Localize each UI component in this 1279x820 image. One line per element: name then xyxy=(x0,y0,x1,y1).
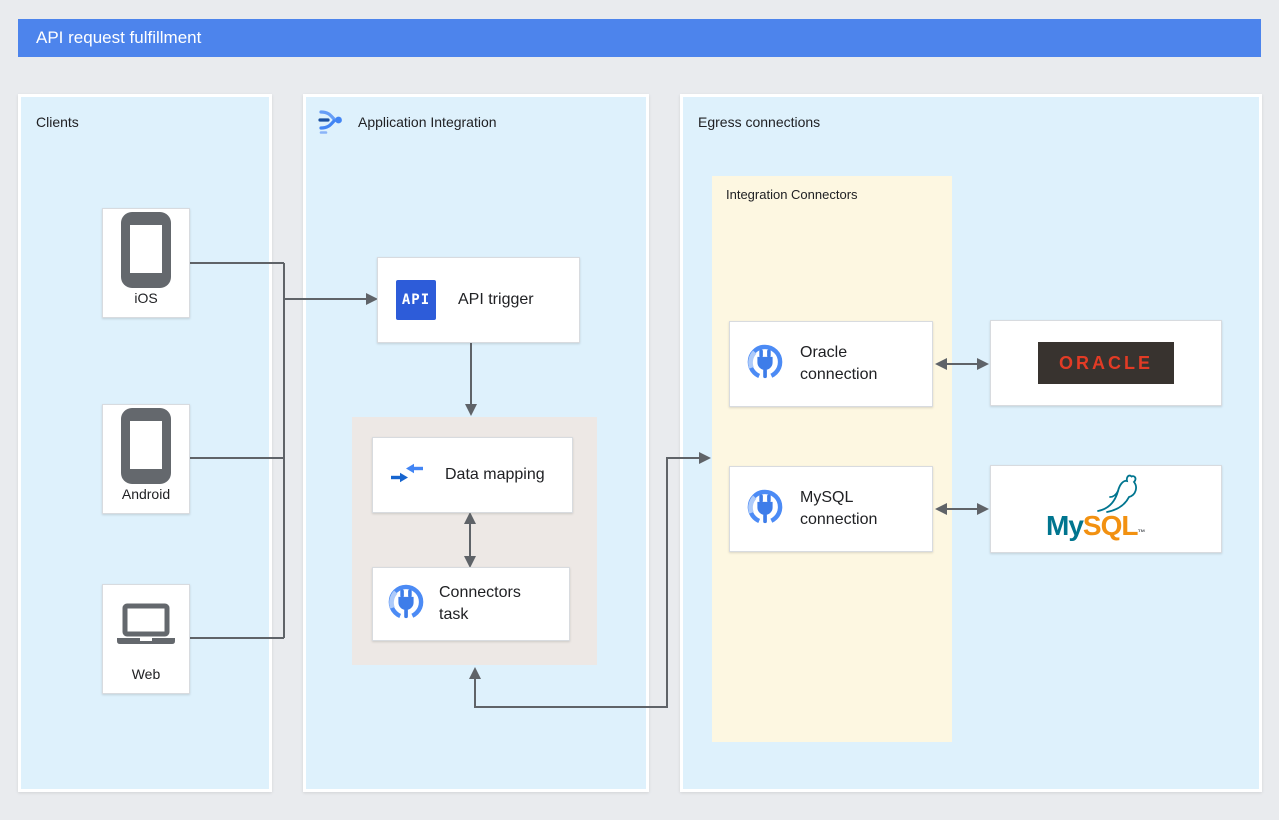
client-label-web: Web xyxy=(131,666,161,682)
api-trigger-icon: API xyxy=(396,280,436,320)
connectors-icon xyxy=(746,488,784,531)
integration-connectors-label: Integration Connectors xyxy=(726,187,858,202)
integration-connectors-container xyxy=(712,176,952,742)
mysql-connection-label: MySQL connection xyxy=(800,489,878,528)
mysql-logo: MySQL™ xyxy=(1038,472,1174,546)
application-integration-header: Application Integration xyxy=(317,105,497,138)
mysql-wordmark: MySQL™ xyxy=(1046,510,1146,541)
oracle-db-node: ORACLE xyxy=(990,320,1222,406)
phone-icon xyxy=(119,405,173,486)
api-trigger-label: API trigger xyxy=(458,291,534,309)
connectors-icon xyxy=(387,583,425,626)
application-integration-icon xyxy=(317,105,347,138)
oracle-connection-node: Oracle connection xyxy=(729,321,933,407)
client-node-android: Android xyxy=(102,404,190,514)
mysql-connection-node: MySQL connection xyxy=(729,466,933,552)
clients-panel-label: Clients xyxy=(36,114,79,130)
data-mapping-node: Data mapping xyxy=(372,437,573,513)
client-label-ios: iOS xyxy=(134,290,158,306)
client-node-ios: iOS xyxy=(102,208,190,318)
application-integration-label: Application Integration xyxy=(358,113,497,130)
client-label-android: Android xyxy=(121,486,171,502)
phone-icon xyxy=(119,209,173,290)
oracle-wordmark: ORACLE xyxy=(1059,352,1153,373)
diagram-title: API request fulfillment xyxy=(36,28,202,47)
oracle-connection-label: Oracle connection xyxy=(800,344,878,383)
mysql-dolphin-icon xyxy=(1094,472,1144,519)
data-mapping-icon xyxy=(389,460,425,491)
diagram-title-banner: API request fulfillment xyxy=(18,19,1261,57)
client-node-web: Web xyxy=(102,584,190,694)
egress-panel-label: Egress connections xyxy=(698,114,821,130)
oracle-logo: ORACLE xyxy=(1038,342,1174,384)
connectors-task-node: Connectors task xyxy=(372,567,570,641)
api-trigger-node: API API trigger xyxy=(377,257,580,343)
laptop-icon xyxy=(114,585,178,666)
mysql-db-node: MySQL™ xyxy=(990,465,1222,553)
connectors-task-label: Connectors task xyxy=(439,584,521,623)
data-mapping-label: Data mapping xyxy=(445,466,545,484)
connectors-icon xyxy=(746,343,784,386)
